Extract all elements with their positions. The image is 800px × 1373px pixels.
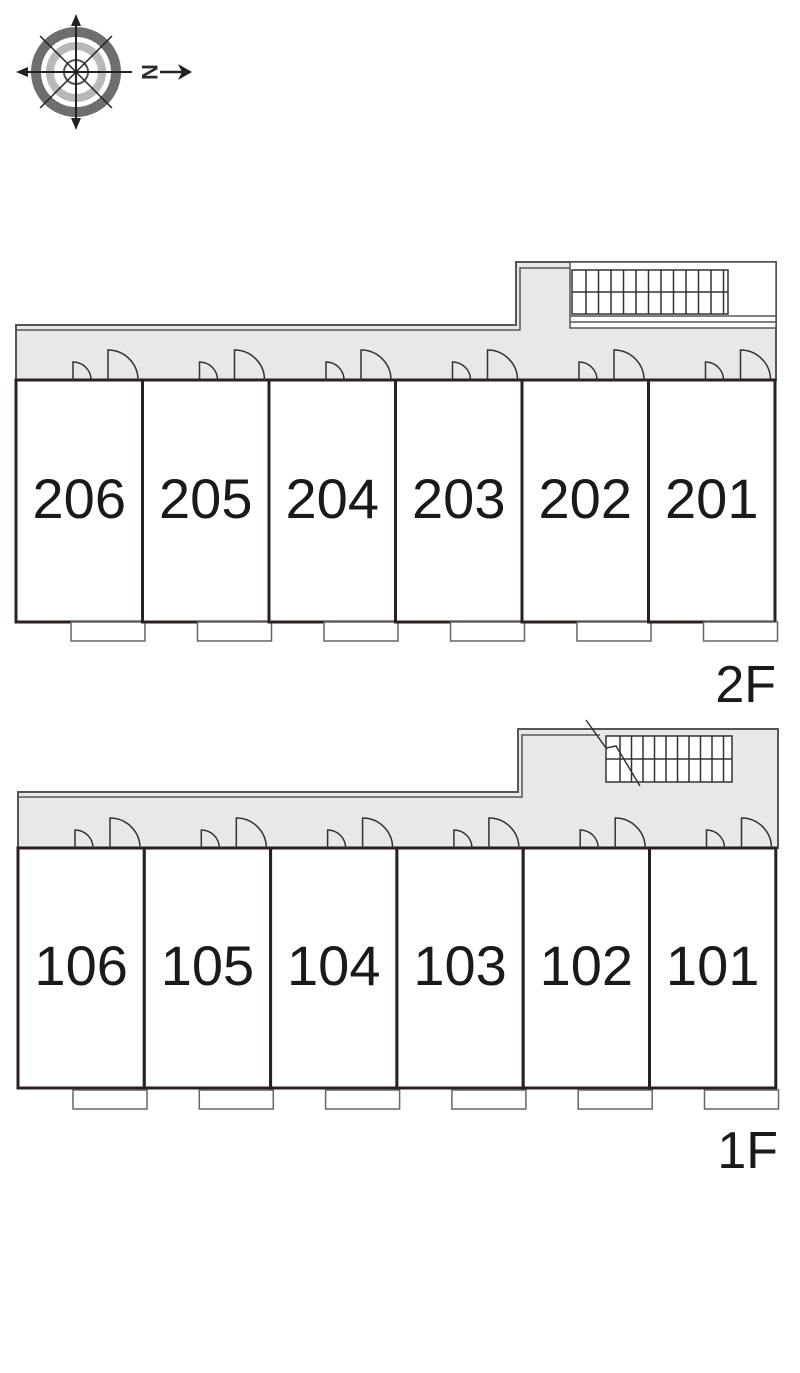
unit-205: 205 xyxy=(141,349,273,642)
balcony xyxy=(324,1089,401,1110)
entrance-door-icon xyxy=(361,817,394,849)
unit-106: 106 xyxy=(16,817,148,1110)
entrance-door-icon xyxy=(488,817,520,849)
staircase-2f xyxy=(569,261,777,329)
entrance-door-icon xyxy=(235,817,268,849)
entrance-door-icon xyxy=(740,817,773,849)
entrance-door-icon xyxy=(614,817,646,849)
small-door-icon xyxy=(74,829,94,849)
unit-room xyxy=(648,846,778,1090)
balcony xyxy=(196,621,273,642)
unit-room xyxy=(394,378,524,624)
unit-103: 103 xyxy=(395,817,527,1110)
unit-204: 204 xyxy=(267,349,399,642)
entrance-door-icon xyxy=(739,349,772,381)
unit-206: 206 xyxy=(14,349,146,642)
unit-202: 202 xyxy=(520,349,652,642)
small-door-icon xyxy=(326,829,347,849)
entrance-door-icon xyxy=(360,349,392,381)
staircase-1f xyxy=(585,719,733,787)
balcony xyxy=(702,621,779,642)
unit-number: 102 xyxy=(540,934,633,997)
unit-201: 201 xyxy=(647,349,779,642)
balcony xyxy=(70,621,146,642)
unit-102: 102 xyxy=(521,817,653,1110)
balcony xyxy=(451,1089,527,1110)
unit-number: 204 xyxy=(286,467,379,530)
unit-number: 206 xyxy=(33,467,126,530)
small-door-icon xyxy=(198,361,219,381)
unit-room xyxy=(14,378,144,624)
floor-1f: 106 105 104 103 102 101 1F xyxy=(16,719,780,1180)
balcony xyxy=(198,1089,275,1110)
balcony xyxy=(72,1089,148,1110)
unit-number: 203 xyxy=(412,467,505,530)
unit-number: 205 xyxy=(159,467,252,530)
floor-2f: 206 205 204 203 202 201 2F xyxy=(14,261,779,714)
small-door-icon xyxy=(453,829,473,849)
unit-number: 202 xyxy=(539,467,632,530)
unit-room xyxy=(395,846,525,1090)
unit-number: 101 xyxy=(666,934,759,997)
small-door-icon xyxy=(578,361,598,381)
unit-room xyxy=(520,378,650,624)
balcony xyxy=(703,1089,780,1110)
balcony xyxy=(323,621,399,642)
unit-room xyxy=(142,846,273,1090)
entrance-door-icon xyxy=(613,349,645,381)
balcony xyxy=(449,621,526,642)
floor-label-2f: 2F xyxy=(715,656,776,714)
entrance-door-icon xyxy=(107,349,139,381)
small-door-icon xyxy=(704,361,725,381)
unit-number: 106 xyxy=(34,934,127,997)
unit-room xyxy=(521,846,652,1090)
small-door-icon xyxy=(200,829,221,849)
entrance-door-icon xyxy=(233,349,266,381)
unit-104: 104 xyxy=(269,817,401,1110)
floor-label-1f: 1F xyxy=(717,1122,778,1180)
small-door-icon xyxy=(705,829,726,849)
compass-rose-icon xyxy=(16,14,192,130)
small-door-icon xyxy=(325,361,345,381)
unit-203: 203 xyxy=(394,349,526,642)
small-door-icon xyxy=(451,361,472,381)
unit-number: 201 xyxy=(665,467,758,530)
balcony xyxy=(576,621,652,642)
balcony xyxy=(577,1089,653,1110)
unit-105: 105 xyxy=(142,817,275,1110)
unit-room xyxy=(269,846,399,1090)
entrance-door-icon xyxy=(486,349,519,381)
unit-room xyxy=(267,378,397,624)
unit-101: 101 xyxy=(648,817,780,1110)
unit-room xyxy=(141,378,271,624)
unit-number: 104 xyxy=(287,934,380,997)
compass-north-label: N xyxy=(137,64,162,80)
unit-room xyxy=(647,378,777,624)
small-door-icon xyxy=(72,361,92,381)
small-door-icon xyxy=(579,829,599,849)
unit-number: 105 xyxy=(161,934,254,997)
unit-number: 103 xyxy=(413,934,506,997)
entrance-door-icon xyxy=(109,817,141,849)
